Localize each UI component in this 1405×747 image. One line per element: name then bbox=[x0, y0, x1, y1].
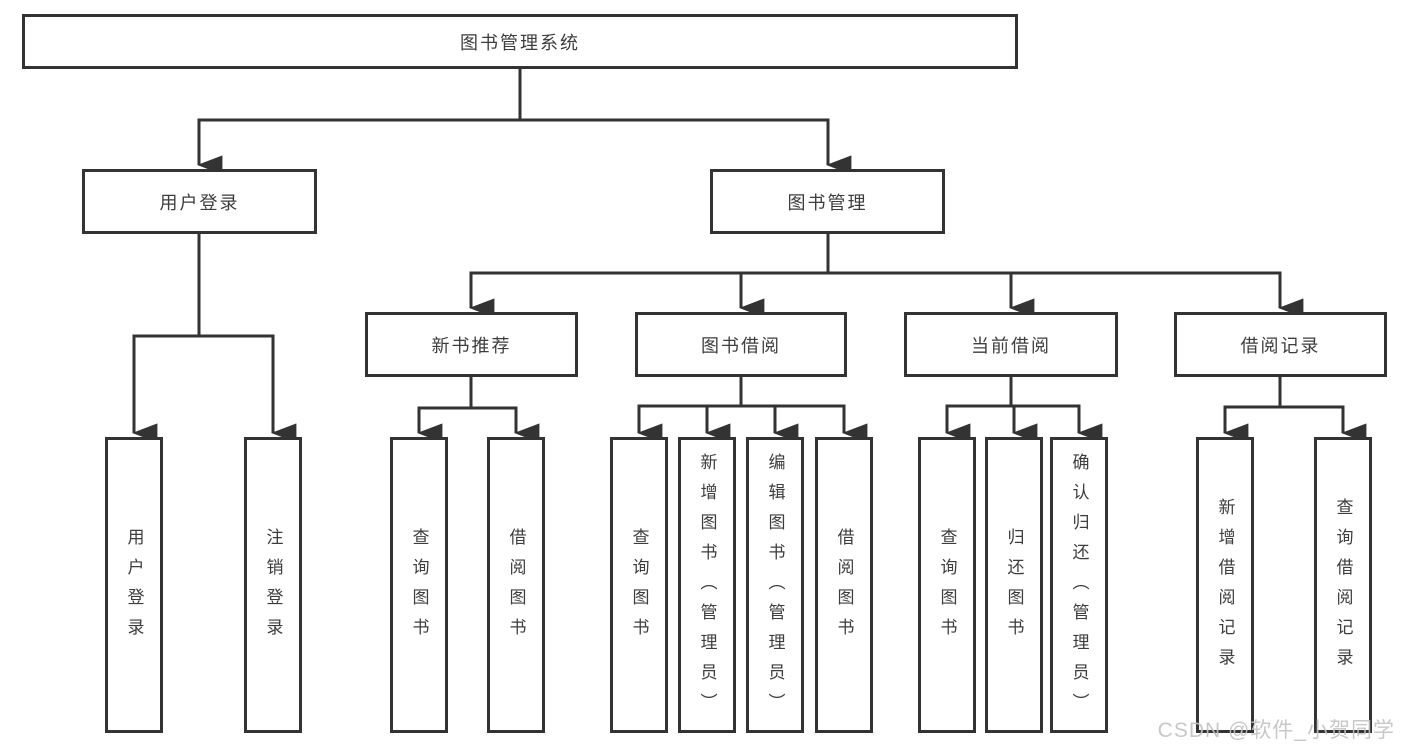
node-current-borrowing: 当前借阅 bbox=[904, 312, 1118, 377]
leaf-add-borrow-record: 新增借阅记录 bbox=[1196, 437, 1254, 733]
leaf-user-login: 用户登录 bbox=[105, 437, 163, 733]
leaf-label: 用户登录 bbox=[124, 528, 144, 648]
node-label: 图书借阅 bbox=[701, 335, 781, 356]
node-label: 新书推荐 bbox=[431, 335, 512, 356]
leaf-label: 查询图书 bbox=[937, 528, 957, 648]
leaf-label: 新增借阅记录 bbox=[1215, 498, 1235, 678]
leaf-label: 新增图书（管理员） bbox=[697, 453, 717, 723]
leaf-query-books-current: 查询图书 bbox=[918, 437, 976, 733]
node-library-system: 图书管理系统 bbox=[22, 14, 1018, 69]
leaf-borrow-books-borrowing: 借阅图书 bbox=[815, 437, 873, 733]
node-label: 用户登录 bbox=[159, 192, 240, 213]
node-borrowing-records: 借阅记录 bbox=[1174, 312, 1387, 377]
leaf-return-book: 归还图书 bbox=[985, 437, 1043, 733]
leaf-confirm-return-admin: 确认归还（管理员） bbox=[1050, 437, 1108, 733]
leaf-query-borrow-record: 查询借阅记录 bbox=[1314, 437, 1372, 733]
node-label: 图书管理 bbox=[787, 192, 868, 213]
node-label: 当前借阅 bbox=[971, 335, 1051, 356]
leaf-label: 借阅图书 bbox=[506, 528, 526, 648]
leaf-borrow-books-recommend: 借阅图书 bbox=[487, 437, 545, 733]
leaf-label: 查询图书 bbox=[409, 528, 429, 648]
node-label: 借阅记录 bbox=[1240, 335, 1321, 356]
leaf-edit-book-admin: 编辑图书（管理员） bbox=[746, 437, 804, 733]
leaf-label: 借阅图书 bbox=[834, 528, 854, 648]
leaf-query-books-borrowing: 查询图书 bbox=[610, 437, 668, 733]
leaf-label: 查询借阅记录 bbox=[1333, 498, 1353, 678]
node-new-book-recommendation: 新书推荐 bbox=[365, 312, 578, 377]
node-book-management: 图书管理 bbox=[710, 169, 945, 234]
leaf-label: 注销登录 bbox=[263, 528, 283, 648]
node-book-borrowing: 图书借阅 bbox=[635, 312, 847, 377]
bus-lines bbox=[132, 118, 1345, 410]
leaf-logout: 注销登录 bbox=[244, 437, 302, 733]
leaf-query-books-recommend: 查询图书 bbox=[390, 437, 448, 733]
leaf-add-book-admin: 新增图书（管理员） bbox=[678, 437, 736, 733]
node-label: 图书管理系统 bbox=[460, 32, 580, 53]
leaf-label: 确认归还（管理员） bbox=[1069, 453, 1089, 723]
leaf-label: 归还图书 bbox=[1004, 528, 1024, 648]
watermark-text: CSDN @软件_小贺同学 bbox=[1157, 719, 1395, 742]
leaf-label: 编辑图书（管理员） bbox=[765, 453, 785, 723]
stem-lines bbox=[197, 66, 1282, 410]
node-user-login: 用户登录 bbox=[82, 169, 317, 234]
leaf-label: 查询图书 bbox=[629, 528, 649, 648]
